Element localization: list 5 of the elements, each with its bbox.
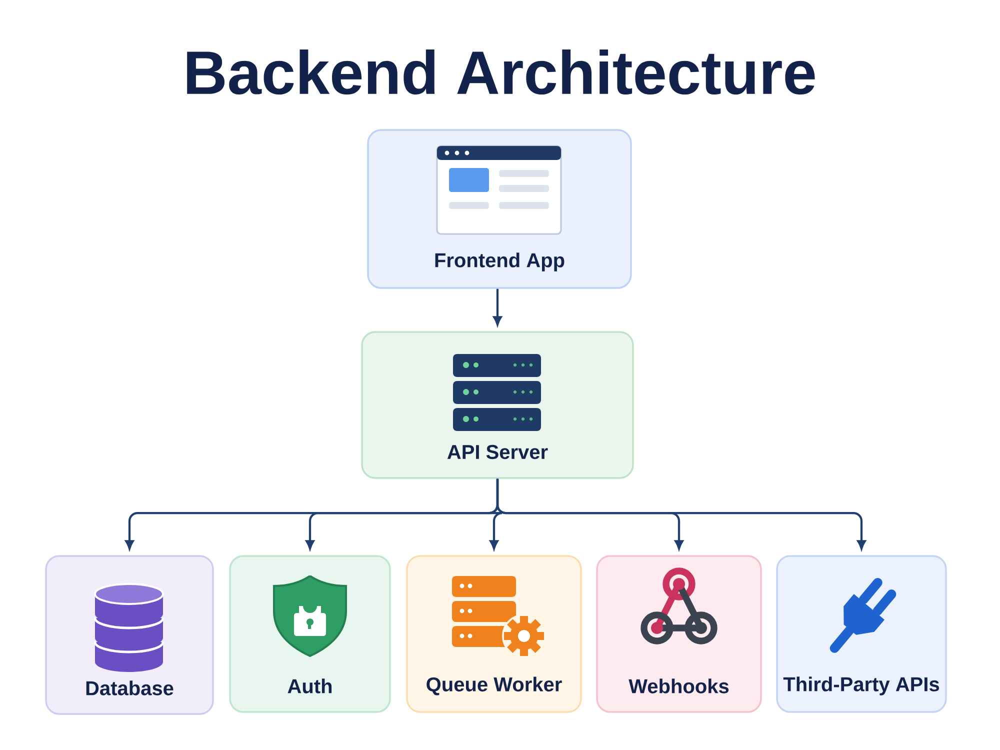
title: Backend Architecture: [187, 49, 815, 95]
arrow: [496, 478, 866, 550]
arrow: [493, 288, 502, 326]
process-box: Webhooks: [596, 555, 762, 713]
process-box: Third-Party APIs: [776, 555, 947, 713]
